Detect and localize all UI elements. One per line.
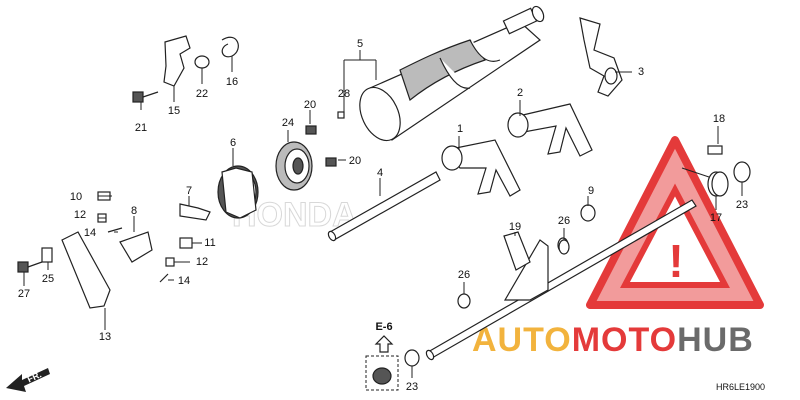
callouts: 1 2 3 4 5 6 7 8 9 10 11 12 12 13 14 14 1… [18, 38, 748, 393]
callout-4: 4 [377, 167, 383, 179]
callout-23: 23 [406, 381, 418, 393]
callout-14: 14 [84, 227, 96, 239]
shift-drum [359, 5, 545, 142]
callout-11: 11 [204, 237, 215, 249]
return-spring [681, 167, 729, 197]
callout-27: 27 [18, 288, 30, 300]
callout-1: 1 [457, 123, 463, 135]
bearing [275, 141, 313, 191]
callout-7: 7 [186, 185, 192, 197]
gearshift-spindle [425, 199, 697, 361]
callout-12: 12 [196, 256, 208, 268]
shift-fork-2 [507, 103, 593, 157]
callout-26: 26 [558, 215, 570, 227]
callout-2: 2 [517, 87, 523, 99]
watermark-text-auto: AUTOMOTOHUB [472, 321, 754, 359]
callout-19: 19 [509, 221, 521, 233]
callout-8: 8 [131, 205, 137, 217]
small-parts [17, 35, 751, 367]
callout-15: 15 [168, 105, 180, 117]
callout-5: 5 [357, 38, 363, 50]
callout-20: 20 [304, 99, 316, 111]
callout-12: 12 [74, 209, 86, 221]
callout-17: 17 [710, 212, 722, 224]
svg-text:!: ! [668, 235, 683, 287]
fork-shaft-short [327, 171, 441, 242]
callout-24: 24 [282, 117, 294, 129]
callout-26: 26 [458, 269, 470, 281]
reference-e6: E-6 [365, 321, 399, 391]
callout-21: 21 [135, 122, 147, 134]
callout-25: 25 [42, 273, 54, 285]
callout-22: 22 [196, 88, 208, 100]
shift-fork-3 [579, 17, 623, 97]
callout-18: 18 [713, 113, 725, 125]
diagram-code: HR6LE1900 [716, 382, 765, 392]
callout-20: 20 [349, 155, 361, 167]
front-direction-arrow: FR. [6, 368, 50, 392]
shift-fork-1 [441, 139, 521, 197]
callout-14: 14 [178, 275, 190, 287]
stopper-cam [217, 165, 259, 219]
automotohub-watermark: ! AUTOMOTOHUB [472, 136, 764, 359]
callout-16: 16 [226, 76, 238, 88]
callout-28: 28 [338, 88, 350, 100]
leader-lines [23, 50, 743, 378]
callout-23: 23 [736, 199, 748, 211]
callout-9: 9 [588, 185, 594, 197]
callout-13: 13 [99, 331, 111, 343]
reference-label: E-6 [375, 321, 392, 333]
callout-10: 10 [70, 191, 82, 203]
callout-3: 3 [638, 66, 644, 78]
callout-6: 6 [230, 137, 236, 149]
